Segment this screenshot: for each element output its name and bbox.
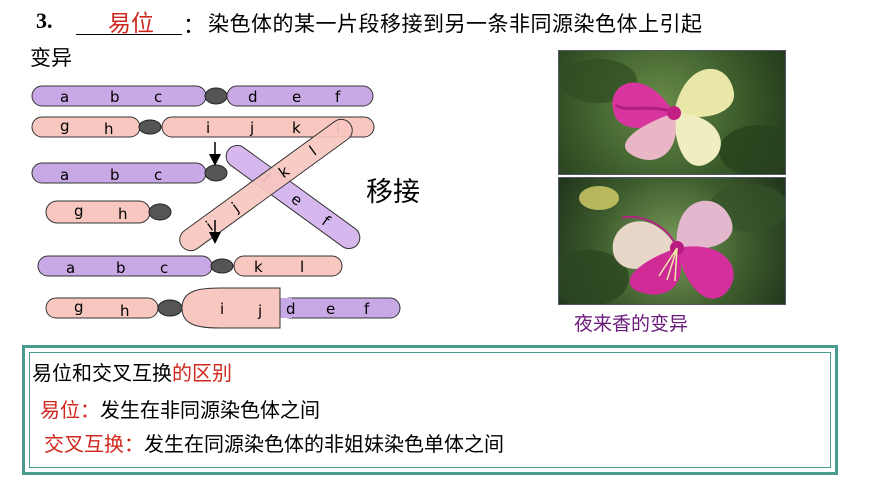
gene-label: j [257,302,262,320]
comparison-item-crossing-over: 交叉互换：发生在同源染色体的非姐妹染色单体之间 [44,428,504,457]
answer-blank-line [76,34,182,35]
gene-label: j [249,119,254,137]
gene-label: k [254,258,263,276]
item-label: 交叉互换： [44,432,144,456]
centromere [157,299,183,317]
comparison-title: 易位和交叉互换的区别 [32,357,232,386]
gene-label: i [220,300,224,318]
gene-label: d [248,88,258,106]
item-label: 易位： [40,398,100,422]
centromere [138,119,162,135]
flower-photo-1 [558,50,786,175]
result-chromosome-gh-ij-def: g h i j d e f [45,287,401,329]
gene-label: a [60,166,69,184]
chromosome-abc-def: a b c d e f [31,85,374,107]
question-text-line2: 变异 [30,46,72,70]
item-text: 发生在非同源染色体之间 [100,398,320,422]
item-text: 发生在同源染色体的非姐妹染色单体之间 [144,432,504,456]
question-text-line1: 染色体的某一片段移接到另一条非同源染色体上引起 [208,12,703,36]
gene-label: h [120,302,130,320]
centromere [204,87,228,105]
gene-label: g [60,117,70,135]
comparison-item-translocation: 易位：发生在非同源染色体之间 [40,394,320,423]
comparison-title-red: 的区别 [172,361,232,385]
comparison-box [22,345,838,475]
translocation-label: 移接 [366,177,420,208]
centromere [210,258,234,274]
translocation-diagram: a b c d e f g h i j k l a b c g h d e [31,85,401,329]
flower-image [559,184,785,304]
gene-label: h [118,205,128,223]
centromere [148,203,172,221]
flower-image [561,59,785,174]
photo-caption: 夜来香的变异 [574,313,689,335]
gene-label: a [66,259,75,277]
answer-text: 易位 [108,11,154,37]
gene-label: g [74,202,84,220]
gene-label: l [300,258,304,276]
question-number: 3. [36,8,53,33]
gene-label: f [335,88,341,106]
gene-label: a [60,88,69,106]
gene-label: g [74,298,84,316]
gene-label: d [286,300,296,318]
gene-label: b [116,259,126,277]
gene-label: c [154,166,162,184]
translocation-crossing: a b c g h d e f i j k l [31,118,361,252]
gene-label: h [104,120,114,138]
gene-label: b [110,166,120,184]
gene-label: b [110,88,120,106]
gene-label: f [364,300,370,318]
question-colon: ： [183,14,206,39]
gene-label: c [160,259,168,277]
result-chromosome-abc-kl: a b c k l [37,255,343,277]
comparison-title-black: 易位和交叉互换 [32,361,172,385]
gene-label: i [206,119,210,137]
gene-label: e [292,88,301,106]
flower-photo-2 [558,177,786,305]
gene-label: k [292,119,301,137]
centromere [204,164,228,182]
gene-label: e [326,300,335,318]
gene-label: c [154,88,162,106]
